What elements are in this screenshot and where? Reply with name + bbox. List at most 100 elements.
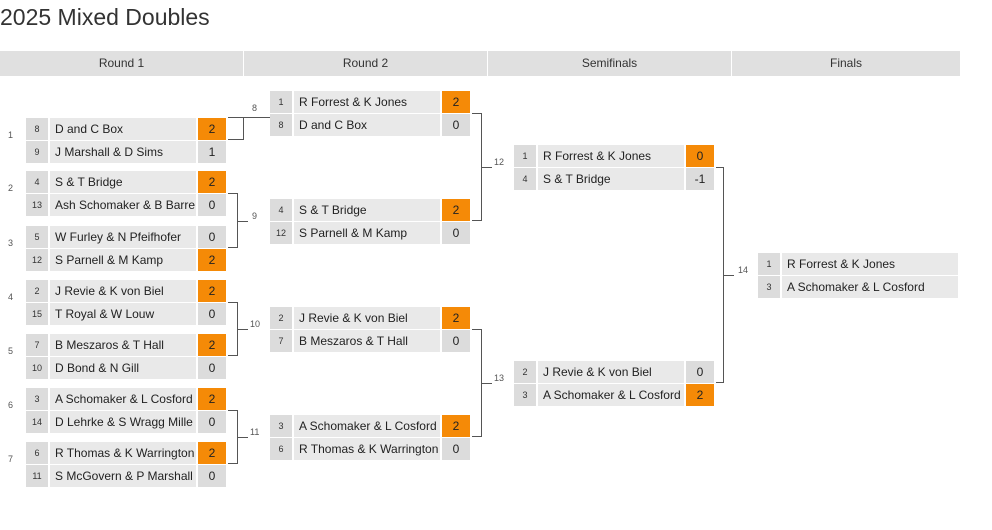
match-number: 9 (252, 211, 258, 221)
team-name: D and C Box (294, 114, 440, 136)
team-score: 2 (196, 280, 226, 302)
team-seed: 7 (26, 334, 50, 356)
connector (472, 329, 482, 437)
team-score: 0 (684, 361, 714, 383)
team-score: 2 (196, 388, 226, 410)
team-name: A Schomaker & L Cosford (538, 384, 684, 406)
connector (716, 167, 724, 383)
connector (238, 329, 248, 330)
team-name: S & T Bridge (538, 168, 684, 190)
team-score: 0 (440, 438, 470, 460)
connector (238, 437, 248, 438)
team-seed: 2 (270, 307, 294, 329)
team-name: J Revie & K von Biel (50, 280, 196, 302)
team-seed: 2 (26, 280, 50, 302)
connector (238, 221, 248, 222)
team-name: W Furley & N Pfeifhofer (50, 226, 196, 248)
team-name: J Revie & K von Biel (294, 307, 440, 329)
connector (482, 383, 492, 384)
team-score: 0 (440, 114, 470, 136)
round-header-2: Round 2 (244, 51, 487, 76)
match-number: 12 (494, 157, 505, 167)
connector (228, 410, 238, 464)
match-number: 13 (494, 373, 505, 383)
team-score: 0 (196, 226, 226, 248)
team-score: 2 (440, 307, 470, 329)
match-number: 10 (250, 319, 261, 329)
team-name: R Thomas & K Warrington (294, 438, 440, 460)
connector (472, 113, 482, 221)
match-number: 8 (252, 103, 258, 113)
team-name: D Lehrke & S Wragg Mille (50, 411, 196, 433)
match-number: 6 (8, 400, 14, 410)
team-score: 0 (196, 465, 226, 487)
team-name: B Meszaros & T Hall (294, 330, 440, 352)
team-seed: 5 (26, 226, 50, 248)
team-score: 2 (196, 334, 226, 356)
team-score: 0 (196, 357, 226, 379)
team-score: 0 (440, 330, 470, 352)
match-number: 11 (250, 427, 260, 437)
team-seed: 11 (26, 465, 50, 487)
connector (244, 117, 270, 118)
team-name: S & T Bridge (294, 199, 440, 221)
connector (724, 275, 734, 276)
round-header-finals: Finals (732, 51, 960, 76)
team-seed: 3 (270, 415, 294, 437)
team-name: A Schomaker & L Cosford (50, 388, 196, 410)
connector (228, 302, 238, 356)
page-title: 2025 Mixed Doubles (0, 4, 210, 30)
team-name: T Royal & W Louw (50, 303, 196, 325)
team-name: D Bond & N Gill (50, 357, 196, 379)
team-score: 2 (196, 442, 226, 464)
team-name: Ash Schomaker & B Barre (50, 194, 196, 216)
team-seed: 6 (270, 438, 294, 460)
team-score: 0 (196, 411, 226, 433)
match-number: 14 (738, 265, 749, 275)
team-score: 2 (440, 91, 470, 113)
team-seed: 2 (514, 361, 538, 383)
match-number: 1 (8, 130, 14, 140)
team-name: R Forrest & K Jones (782, 253, 958, 275)
team-seed: 1 (758, 253, 782, 275)
team-seed: 12 (26, 249, 50, 271)
connector (482, 167, 492, 168)
team-seed: 4 (514, 168, 538, 190)
team-name: A Schomaker & L Cosford (294, 415, 440, 437)
team-score: 2 (196, 249, 226, 271)
round-header-1: Round 1 (0, 51, 243, 76)
team-score: 0 (440, 222, 470, 244)
match-number: 5 (8, 346, 14, 356)
match-number: 7 (8, 454, 14, 464)
team-name: S McGovern & P Marshall (50, 465, 196, 487)
team-name: S Parnell & M Kamp (294, 222, 440, 244)
